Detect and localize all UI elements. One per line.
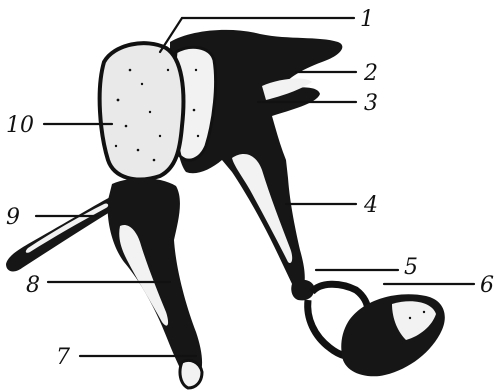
- label-9: 9: [6, 205, 20, 230]
- stapes: [291, 280, 445, 377]
- label-4: 4: [363, 193, 378, 218]
- label-2: 2: [363, 61, 378, 86]
- label-5: 5: [404, 255, 418, 280]
- label-8: 8: [26, 273, 40, 298]
- label-7: 7: [56, 345, 70, 370]
- label-1: 1: [360, 7, 374, 32]
- label-3: 3: [364, 91, 378, 116]
- label-10: 10: [6, 113, 34, 138]
- label-6: 6: [480, 273, 494, 298]
